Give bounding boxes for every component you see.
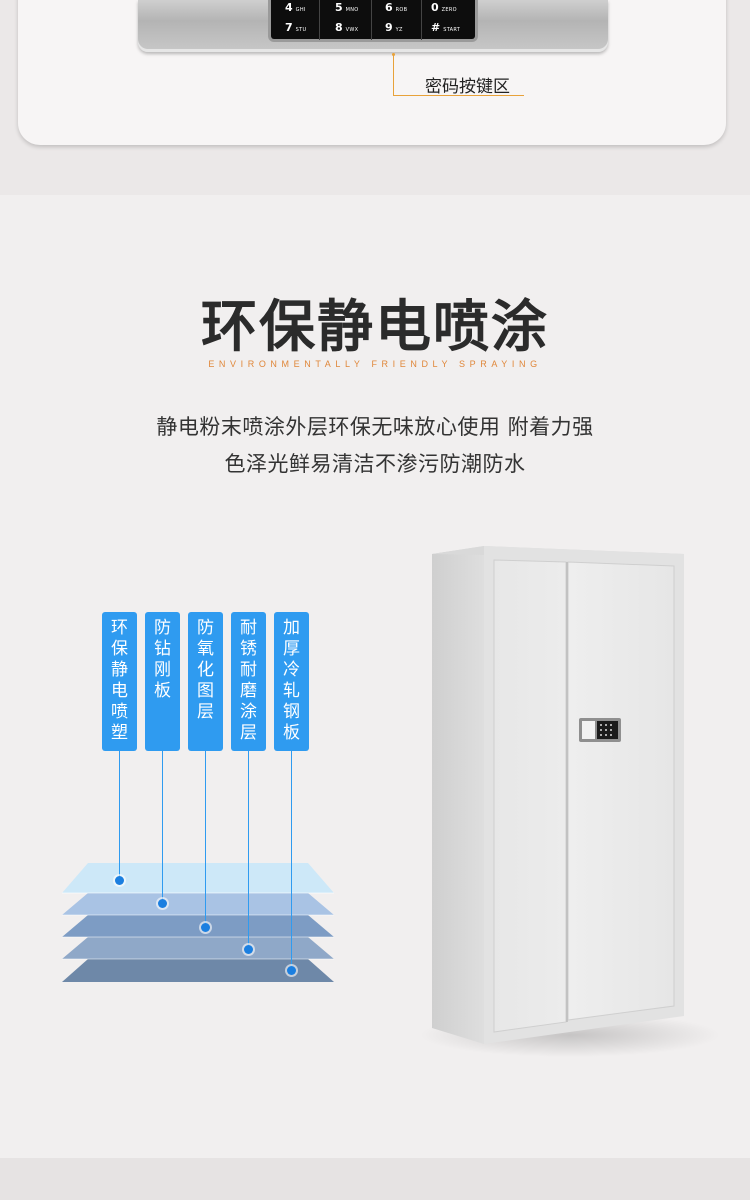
- layer-marker-dot: [244, 945, 253, 954]
- layer-tag-label: 环保静电喷塑: [111, 618, 128, 743]
- bottom-strip: [0, 1158, 750, 1200]
- layer-plate-1: [62, 863, 334, 893]
- layer-marker-dot: [158, 899, 167, 908]
- layer-stack-illustration: [62, 863, 334, 982]
- keypad-key: #START: [431, 21, 461, 34]
- layer-plate-3: [62, 915, 334, 937]
- layer-tag-2: 防钻刚板: [145, 612, 180, 751]
- layer-marker-dot: [115, 876, 124, 885]
- section-title: 环保静电喷涂: [201, 295, 549, 360]
- layer-marker-dot: [287, 966, 296, 975]
- layer-tag-label: 耐锈耐磨涂层: [240, 618, 257, 743]
- description-line-1: 静电粉末喷涂外层环保无味放心使用 附着力强: [156, 415, 594, 439]
- section-subtitle: ENVIRONMENTALLY FRIENDLY SPRAYING: [208, 359, 542, 369]
- layer-tag-label: 加厚冷轧钢板: [283, 618, 300, 743]
- layer-tag-4: 耐锈耐磨涂层: [231, 612, 266, 751]
- layer-connector-3: [205, 751, 206, 927]
- layer-tag-label: 防钻刚板: [154, 618, 171, 701]
- layer-tag-3: 防氧化图层: [188, 612, 223, 751]
- layer-connector-4: [248, 751, 249, 949]
- layer-tag-5: 加厚冷轧钢板: [274, 612, 309, 751]
- callout-line: [393, 55, 394, 96]
- keypad-callout-label: 密码按键区: [425, 77, 510, 97]
- cabinet-side: [432, 546, 484, 1044]
- cabinet-left-door: [493, 559, 567, 1033]
- layer-tag-label: 防氧化图层: [197, 618, 214, 722]
- layer-tag-1: 环保静电喷塑: [102, 612, 137, 751]
- layer-plate-2: [62, 893, 334, 915]
- callout-dot: [392, 53, 395, 56]
- cabinet-illustration: [420, 546, 720, 1057]
- layer-connector-2: [162, 751, 163, 903]
- callout-underline: [393, 95, 524, 96]
- layer-connector-1: [119, 751, 120, 879]
- layer-plate-4: [62, 937, 334, 959]
- cabinet-right-door: [567, 561, 675, 1021]
- layer-connector-5: [291, 751, 292, 970]
- layer-marker-dot: [201, 923, 210, 932]
- description-line-2: 色泽光鲜易清洁不渗污防潮防水: [224, 452, 526, 476]
- layer-plate-5: [62, 959, 334, 982]
